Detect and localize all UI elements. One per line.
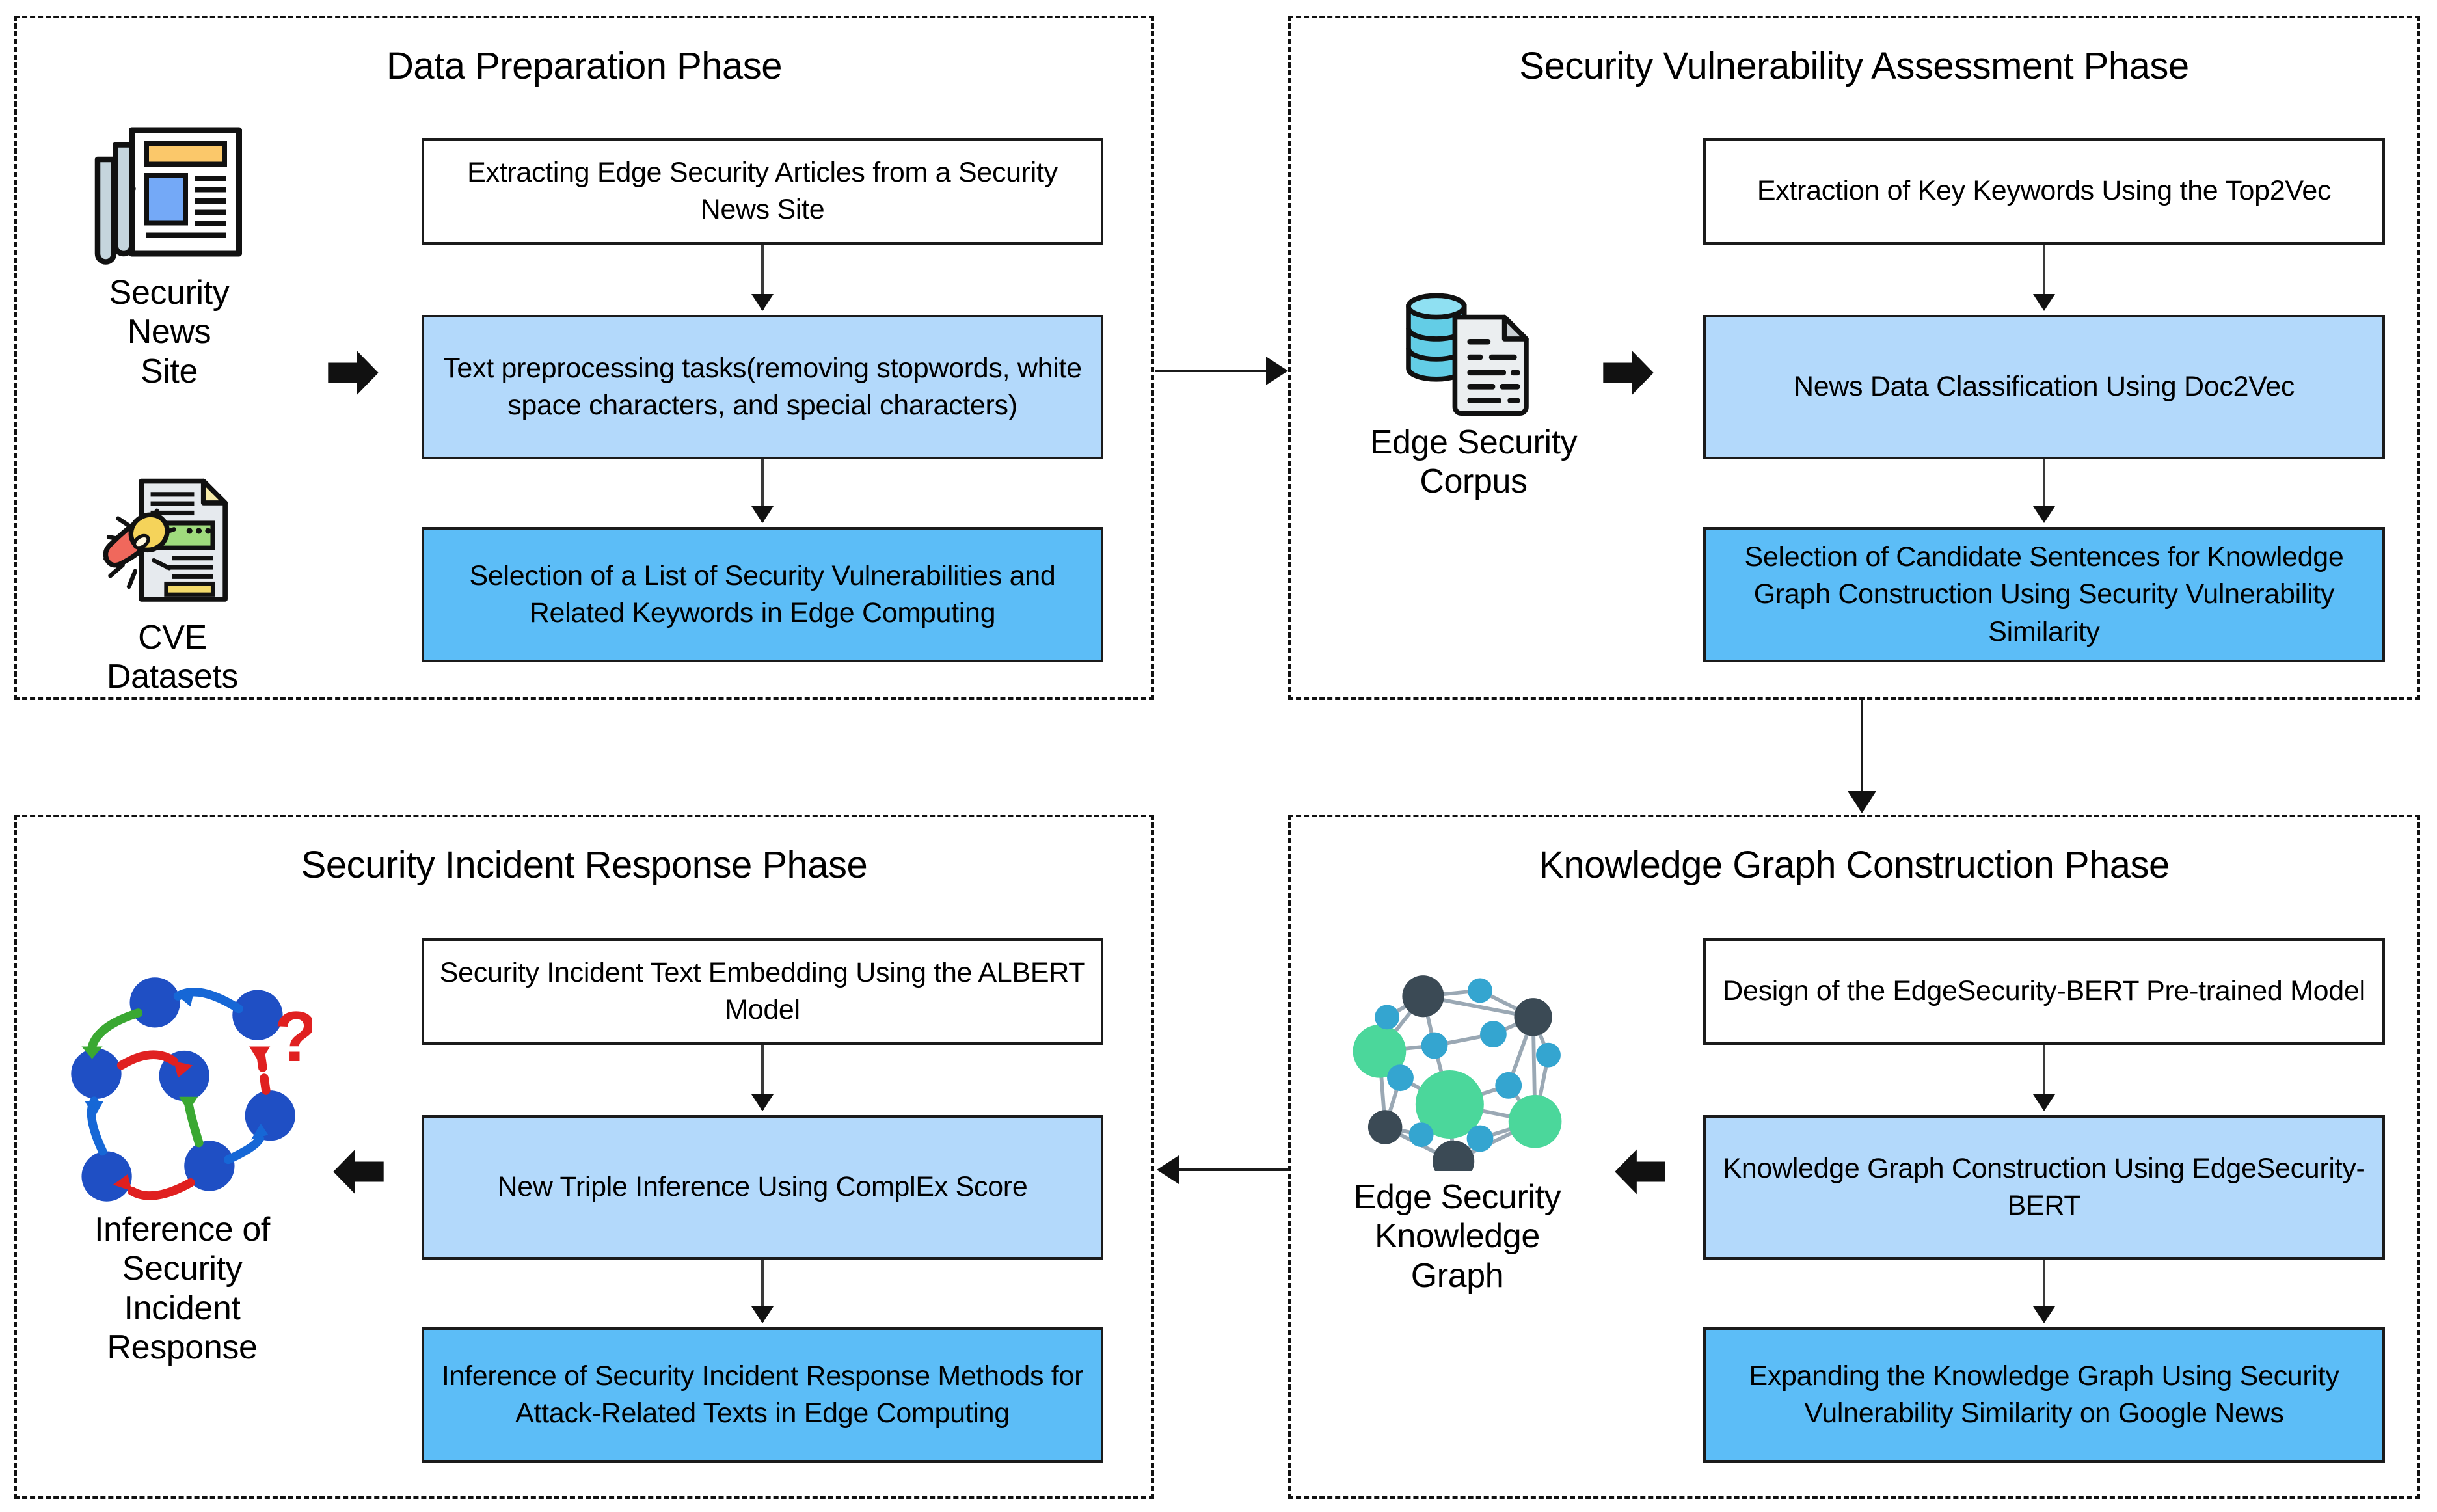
step-box-design-bert[interactable]: Design of the EdgeSecurity-BERT Pre-trai… [1703, 938, 2385, 1045]
connector-design-to-construction [2043, 1045, 2045, 1110]
connector-data-prep-to-vuln-line [1155, 370, 1266, 372]
output-label-inference-of-security-incident-response: Inference of Security Incident Response [94, 1211, 270, 1366]
connector-vuln-to-kg-line [1861, 700, 1863, 794]
step-box-news-classification[interactable]: News Data Classification Using Doc2Vec [1703, 315, 2385, 459]
connector-vuln-to-kg-arrowhead [1848, 791, 1876, 813]
output-inference-of-security-incident-response: ? Inference of Security Incident Respons… [46, 956, 319, 1367]
step-box-expand-kg[interactable]: Expanding the Knowledge Graph Using Secu… [1703, 1327, 2385, 1463]
newspaper-icon [94, 127, 242, 265]
panel-title-data-preparation: Data Preparation Phase [386, 45, 783, 87]
step-box-triple-inference[interactable]: New Triple Inference Using ComplEx Score [422, 1115, 1103, 1260]
database-document-icon [1406, 293, 1529, 416]
step-box-select-vuln-list[interactable]: Selection of a List of Security Vulnerab… [422, 527, 1103, 662]
block-arrow-right-vuln [1603, 350, 1654, 396]
connector-kg-to-incident-line [1179, 1168, 1289, 1171]
connector-construction-to-expand [2043, 1260, 2045, 1322]
panel-title-knowledge-graph-construction: Knowledge Graph Construction Phase [1539, 844, 2170, 886]
block-arrow-left-kg [1615, 1149, 1665, 1195]
input-label-security-news-site: Security News Site [109, 274, 230, 390]
panel-title-incident-response: Security Incident Response Phase [301, 844, 868, 886]
connector-triple-to-response [761, 1260, 764, 1322]
connector-data-prep-to-vuln-arrowhead [1266, 357, 1288, 385]
step-box-text-preprocessing[interactable]: Text preprocessing tasks(removing stopwo… [422, 315, 1103, 459]
step-box-albert-embedding[interactable]: Security Incident Text Embedding Using t… [422, 938, 1103, 1045]
connector-albert-to-triple [761, 1045, 764, 1110]
connector-preprocess-to-selection [761, 459, 764, 522]
inference-graph-icon: ? [71, 977, 312, 1202]
step-box-kg-construction-bert[interactable]: Knowledge Graph Construction Using EdgeS… [1703, 1115, 2385, 1260]
input-edge-security-corpus: Edge Security Corpus [1353, 286, 1594, 502]
block-arrow-right-data-prep [328, 350, 379, 396]
connector-classification-to-candidates [2043, 459, 2045, 522]
connector-extract-to-preprocess [761, 245, 764, 310]
input-label-edge-security-corpus: Edge Security Corpus [1369, 424, 1578, 501]
connector-keywords-to-classification [2043, 245, 2045, 310]
step-box-extract-articles[interactable]: Extracting Edge Security Articles from a… [422, 138, 1103, 245]
output-edge-security-knowledge-graph: Edge Security Knowledge Graph [1327, 947, 1587, 1295]
bug-document-icon [103, 478, 228, 602]
input-label-cve-datasets: CVE Datasets [106, 619, 238, 696]
svg-text:?: ? [275, 997, 312, 1077]
input-security-news-site: Security News Site [65, 117, 273, 391]
panel-title-vulnerability-assessment: Security Vulnerability Assessment Phase [1519, 45, 2189, 87]
input-cve-datasets: CVE Datasets [72, 475, 273, 697]
step-box-select-candidate-sentences[interactable]: Selection of Candidate Sentences for Kno… [1703, 527, 2385, 662]
block-arrow-left-incident [333, 1149, 384, 1195]
knowledge-graph-icon [1353, 975, 1562, 1171]
connector-kg-to-incident-arrowhead [1157, 1155, 1179, 1184]
step-box-infer-response-methods[interactable]: Inference of Security Incident Response … [422, 1327, 1103, 1463]
step-box-extract-keywords[interactable]: Extraction of Key Keywords Using the Top… [1703, 138, 2385, 245]
output-label-edge-security-knowledge-graph: Edge Security Knowledge Graph [1353, 1178, 1561, 1295]
